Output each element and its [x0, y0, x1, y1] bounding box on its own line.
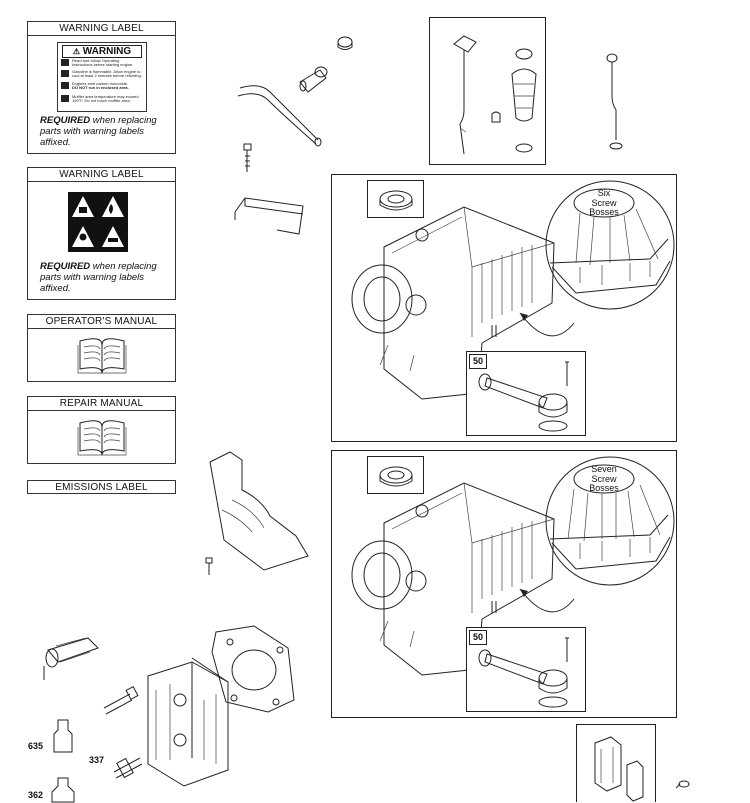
cylinder-head [147, 657, 229, 787]
warning-line-1: Read and follow Operating [72, 58, 120, 63]
warning-badge-text: WARNING [82, 46, 132, 57]
oil-seal-box [367, 180, 424, 218]
screw-bosses-zoom [545, 180, 675, 310]
bubble-line: Bosses [589, 207, 619, 217]
gas-icon [61, 82, 69, 89]
required-text: when replacing parts with warning labels… [40, 261, 157, 294]
book-icon [61, 59, 69, 66]
required-note: REQUIRED when replacing parts with warni… [40, 261, 171, 294]
warning-decal: ⚠ WARNING Read and follow Operating Inst… [57, 42, 147, 112]
dipstick-assembly [606, 53, 623, 150]
warning-badge: ⚠ WARNING [62, 45, 142, 58]
warning-line-3: Gasoline is flammable. Allow engine to [72, 69, 141, 74]
warning-label-box-1: WARNING LABEL ⚠ WARNING Read and follow … [27, 21, 176, 154]
part-635 [53, 719, 73, 753]
required-note: REQUIRED when replacing parts with warni… [40, 115, 171, 148]
emissions-label-title: EMISSIONS LABEL [55, 482, 148, 493]
oil-seal-icon [379, 466, 413, 487]
elbow-fitting [299, 66, 328, 93]
repair-manual-box: REPAIR MANUAL [27, 396, 176, 464]
callout-635: 635 [28, 741, 44, 751]
dipstick-tube-box [429, 17, 546, 165]
head-gasket [211, 625, 295, 713]
warning-label-title: WARNING LABEL [28, 168, 175, 182]
bubble-line: Seven [591, 464, 617, 474]
bubble-line: Screw [591, 197, 617, 208]
small-screw-right [675, 780, 690, 789]
crankcase-drawing [351, 482, 575, 676]
oil-seal-icon [379, 190, 413, 211]
baffle-plate [209, 451, 309, 571]
breather-tube [237, 85, 322, 147]
oil-seal-box [367, 456, 424, 494]
valve-spring-part [43, 637, 99, 680]
warning-triangle-icon: ⚠ [72, 47, 81, 56]
screw-bosses-zoom [545, 456, 675, 586]
required-text: when replacing parts with warning labels… [40, 115, 157, 148]
bubble-label-upper: Six Screw Bosses [574, 188, 634, 218]
warning-label-title: WARNING LABEL [28, 22, 175, 36]
spark-plug [113, 757, 143, 779]
fire-icon [61, 70, 69, 77]
warning-line-2: Instructions before starting engine. [72, 62, 134, 67]
part-50-box-lower: 50 [466, 627, 586, 712]
head-bolt [103, 686, 139, 715]
valve-cover-box [576, 724, 656, 802]
screw-part [243, 143, 252, 172]
warning-pictograms [68, 192, 128, 252]
bubble-line: Six [597, 188, 611, 198]
small-screw [205, 557, 213, 575]
connecting-rod-icon [478, 361, 569, 432]
warning-line-8: 150°F. Do not touch muffler area. [72, 98, 131, 103]
repair-manual-title: REPAIR MANUAL [28, 397, 175, 411]
bubble-line: Bosses [589, 483, 619, 493]
bracket-part [234, 197, 304, 235]
warning-line-7: Muffler area temperature may exceed [72, 94, 139, 99]
dipstick-tube-drawing [453, 35, 537, 155]
operators-manual-box: OPERATOR'S MANUAL [27, 314, 176, 382]
crankcase-drawing [351, 206, 575, 400]
required-bold: REQUIRED [40, 115, 91, 126]
valve-cover-drawing [594, 736, 644, 802]
part-number-50: 50 [469, 354, 487, 369]
callout-337: 337 [89, 755, 105, 765]
part-50-box-upper: 50 [466, 351, 586, 436]
operators-manual-title: OPERATOR'S MANUAL [28, 315, 175, 329]
hot-surface-icon [61, 95, 69, 102]
warning-label-box-2: WARNING LABEL REQUIRED when replacing pa… [27, 167, 176, 300]
bubble-line: Screw [591, 473, 617, 484]
book-icon [77, 338, 127, 374]
callout-362: 362 [28, 790, 44, 800]
part-362 [51, 777, 75, 803]
warning-line-6: DO NOT run in enclosed area. [72, 85, 129, 90]
crankcase-panel-upper: Six Screw Bosses 50 [331, 174, 677, 442]
book-icon [77, 420, 127, 456]
plug-part [337, 36, 353, 50]
pictogram-grid [72, 196, 124, 247]
crankcase-panel-lower: Seven Screw Bosses 50 [331, 450, 677, 718]
required-bold: REQUIRED [40, 261, 91, 272]
bubble-label-lower: Seven Screw Bosses [574, 464, 634, 494]
connecting-rod-icon [478, 637, 569, 708]
warning-line-5: Engines emit carbon monoxide. [72, 81, 129, 86]
emissions-label-box: EMISSIONS LABEL [27, 480, 176, 494]
part-number-50: 50 [469, 630, 487, 645]
warning-line-4: cool at least 2 minutes before refueling… [72, 73, 142, 78]
